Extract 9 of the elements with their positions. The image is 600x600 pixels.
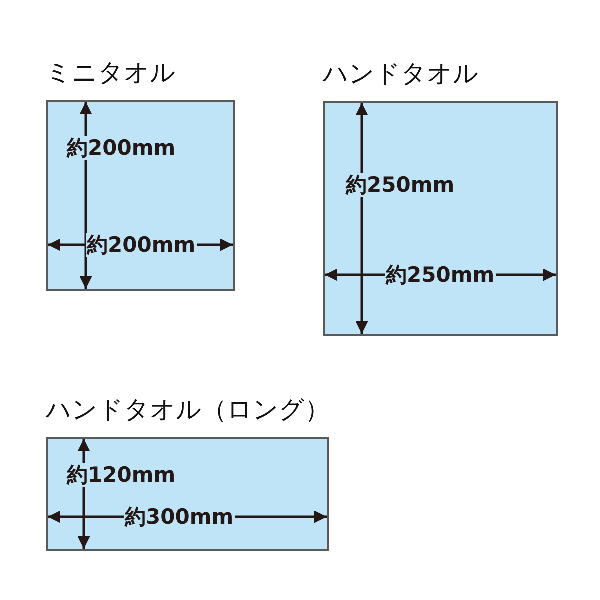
dimension-label: 約200mm	[86, 233, 197, 257]
towel-title: ミニタオル	[46, 58, 176, 88]
dimension-label: 約250mm	[385, 263, 496, 287]
dimension-label: 約250mm	[345, 173, 456, 197]
towel-title: ハンドタオル（ロング）	[46, 395, 330, 425]
towel-title: ハンドタオル	[323, 59, 479, 89]
dimension-label: 約120mm	[66, 463, 177, 487]
dimension-label: 約300mm	[124, 505, 235, 529]
dimension-label: 約200mm	[66, 136, 177, 160]
